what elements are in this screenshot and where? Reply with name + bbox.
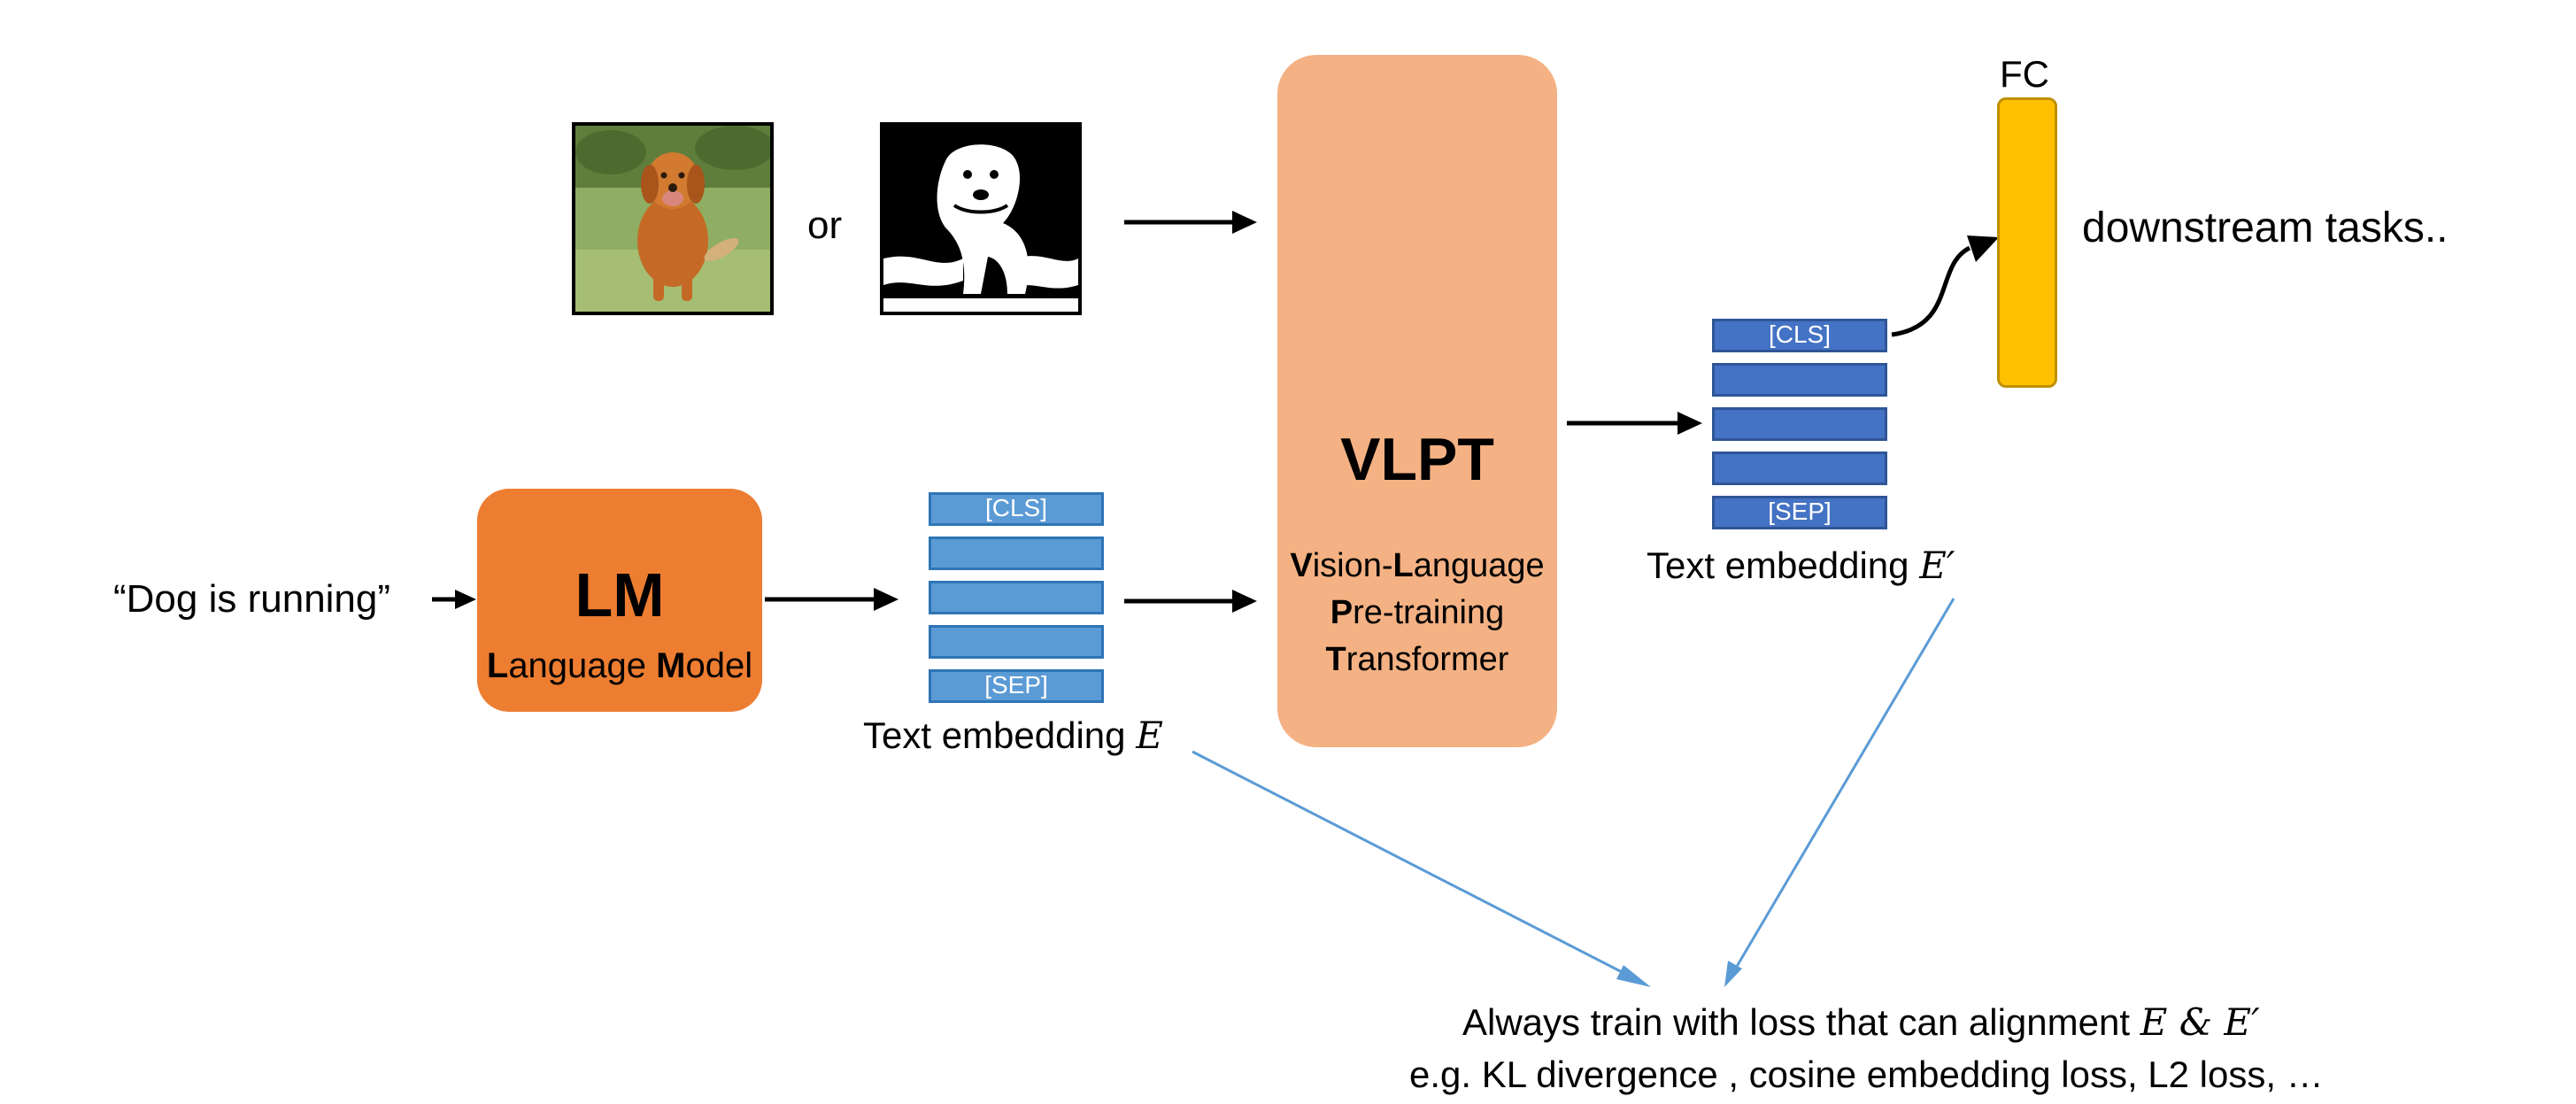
token-bar-sep: [SEP]	[1712, 496, 1887, 529]
fc-bar	[1997, 97, 2057, 388]
cls-to-fc-arrow	[1891, 235, 1999, 337]
lm-subtitle-bold-m: M	[656, 646, 686, 685]
token-bar-cls: [CLS]	[1712, 319, 1887, 352]
or-label: or	[807, 204, 843, 247]
text-to-lm-arrow	[432, 590, 476, 609]
fc-label: FC	[2000, 53, 2049, 95]
token-bar	[929, 537, 1104, 570]
lm-title: LM	[575, 560, 665, 629]
caption-text: Text embedding	[1647, 544, 1920, 586]
embedding-left-loss-arrow	[1192, 750, 1651, 987]
vlpt-title: VLPT	[1340, 426, 1494, 493]
vlpt-line-2: Pre-training	[1277, 594, 1557, 632]
loss-line-1-math: E & E′	[2140, 1000, 2260, 1044]
embedding-symbol-e: E	[1136, 714, 1163, 757]
token-bar-cls: [CLS]	[929, 492, 1104, 526]
language-model-box: LM Language Model	[477, 489, 762, 712]
vlpt-box: VLPT Vision-Language Pre-training Transf…	[1277, 55, 1557, 747]
lm-subtitle-part-2: odel	[685, 646, 753, 685]
text-embedding-right-caption: Text embedding E′	[1647, 544, 1955, 587]
token-bar	[929, 581, 1104, 614]
vlpt-line-3-part: ransformer	[1346, 641, 1509, 678]
embedding-symbol-e-prime: E′	[1919, 544, 1955, 587]
vlpt-line-2-part: re-training	[1353, 594, 1505, 631]
token-bar	[1712, 452, 1887, 485]
token-bar-sep: [SEP]	[929, 669, 1104, 703]
vlpt-line-3: Transformer	[1277, 641, 1557, 679]
lm-to-embedding-arrow	[765, 588, 899, 611]
embedding-to-vlpt-arrow	[1124, 590, 1257, 613]
token-bar	[1712, 407, 1887, 441]
vlpt-line-1-part-2: anguage	[1413, 547, 1545, 584]
loss-line-1: Always train with loss that can alignmen…	[1462, 1000, 2260, 1044]
lm-subtitle-bold-l: L	[486, 646, 509, 685]
downstream-tasks-label: downstream tasks..	[2082, 205, 2449, 251]
text-embedding-left-caption: Text embedding E	[863, 714, 1163, 757]
caption-text: Text embedding	[863, 714, 1137, 756]
dog-photo	[572, 122, 774, 315]
input-sentence: “Dog is running”	[113, 577, 391, 621]
token-bar	[1712, 363, 1887, 397]
vlpt-line-1-part-1: ision-	[1312, 547, 1393, 584]
lm-subtitle-part-1: anguage	[508, 646, 657, 685]
embedding-right-loss-arrow	[1724, 598, 1955, 987]
image-to-vlpt-arrow	[1124, 211, 1257, 234]
vlpt-bold-p: P	[1330, 594, 1354, 631]
loss-line-2: e.g. KL divergence , cosine embedding lo…	[1409, 1054, 2324, 1095]
vlpt-bold-v: V	[1290, 547, 1313, 584]
dog-binary-image	[880, 122, 1082, 315]
token-bar	[929, 625, 1104, 659]
vlpt-bold-t: T	[1325, 641, 1346, 678]
lm-subtitle: Language Model	[477, 646, 762, 686]
vlpt-line-1: Vision-Language	[1277, 547, 1557, 585]
vlpt-to-embedding-arrow	[1567, 412, 1702, 435]
loss-line-1-text: Always train with loss that can alignmen…	[1462, 1001, 2140, 1043]
vlpt-bold-l: L	[1392, 547, 1414, 584]
